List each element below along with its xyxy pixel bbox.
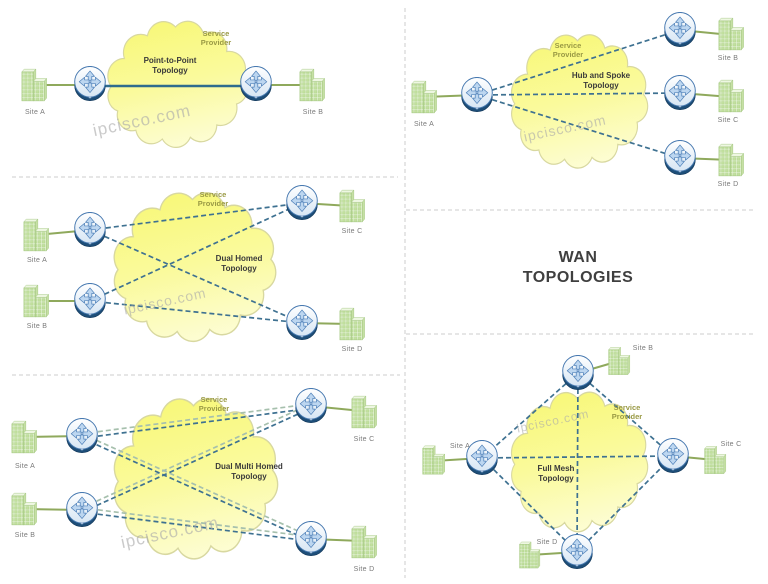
hub-spoke-site-b-label: Site B [717, 55, 739, 62]
router-icon [286, 185, 318, 221]
site-building-icon [351, 525, 377, 559]
dual-multi-homed-title: Dual Multi Homed Topology [215, 462, 283, 481]
router-icon [295, 388, 327, 424]
router-icon [66, 418, 98, 454]
router-icon [466, 440, 498, 476]
dual-homed-site-d-label: Site D [341, 346, 363, 353]
site-building-icon [704, 446, 727, 474]
site-building-icon [411, 80, 437, 114]
full-mesh-site-b-label: Site B [632, 345, 654, 352]
dual-multi-homed-site-c-label: Site C [353, 436, 375, 443]
site-building-icon [11, 492, 37, 526]
hub-spoke-service-provider: Service Provider [552, 41, 584, 59]
site-building-icon [718, 143, 744, 177]
dual-homed-site-b-label: Site B [26, 323, 48, 330]
router-icon [240, 66, 272, 102]
hub-spoke-links [476, 29, 681, 159]
router-icon [561, 534, 593, 570]
dual-homed-service-provider: Service Provider [197, 190, 229, 208]
hub-spoke-site-a-label: Site A [413, 121, 435, 128]
hub-spoke-site-d-label: Site D [717, 181, 739, 188]
p2p-site-b-label: Site B [302, 109, 324, 116]
site-building-icon [422, 445, 446, 475]
page-title: WAN TOPOLOGIES [522, 249, 634, 286]
site-building-icon [299, 68, 325, 102]
p2p-title: Point-to-Point Topology [143, 56, 197, 75]
site-building-icon [608, 347, 631, 375]
dual-multi-homed-site-d-label: Site D [353, 566, 375, 573]
router-icon [657, 438, 689, 474]
full-mesh-service-provider: Service Provider [611, 403, 643, 421]
dual-multi-homed-site-b-label: Site B [14, 532, 36, 539]
site-building-icon [23, 218, 49, 252]
site-building-icon [718, 17, 744, 51]
router-icon [74, 66, 106, 102]
site-building-icon [23, 284, 49, 318]
dual-homed-site-a-label: Site A [26, 257, 48, 264]
full-mesh-links [481, 372, 674, 553]
router-icon [461, 77, 493, 113]
router-icon [664, 140, 696, 176]
section-dividers [12, 8, 756, 578]
site-building-icon [339, 307, 365, 341]
p2p-site-a-label: Site A [24, 109, 46, 116]
dual-homed-title: Dual Homed Topology [215, 254, 263, 273]
router-icon [66, 492, 98, 528]
dual-multi-homed-site-a-label: Site A [14, 463, 36, 470]
router-icon [664, 12, 696, 48]
site-building-icon [351, 395, 377, 429]
full-mesh-site-d-label: Site D [536, 539, 558, 546]
router-icon [74, 283, 106, 319]
site-building-icon [21, 68, 47, 102]
router-icon [286, 305, 318, 341]
site-building-icon [718, 79, 744, 113]
site-building-icon [11, 420, 37, 454]
hub-spoke-title: Hub and Spoke Topology [571, 71, 631, 90]
router-icon [295, 521, 327, 557]
dual-multi-homed-service-provider: Service Provider [198, 395, 230, 413]
router-icon [664, 75, 696, 111]
site-building-icon [339, 189, 365, 223]
dual-homed-links [89, 202, 303, 324]
p2p-service-provider: Service Provider [200, 29, 232, 47]
router-icon [562, 355, 594, 391]
hub-spoke-site-c-label: Site C [717, 117, 739, 124]
router-icon [74, 212, 106, 248]
full-mesh-title: Full Mesh Topology [537, 464, 575, 483]
full-mesh-site-a-label: Site A [449, 443, 471, 450]
dual-multi-homed-links [81, 402, 312, 543]
dual-homed-site-c-label: Site C [341, 228, 363, 235]
full-mesh-site-c-label: Site C [720, 441, 742, 448]
